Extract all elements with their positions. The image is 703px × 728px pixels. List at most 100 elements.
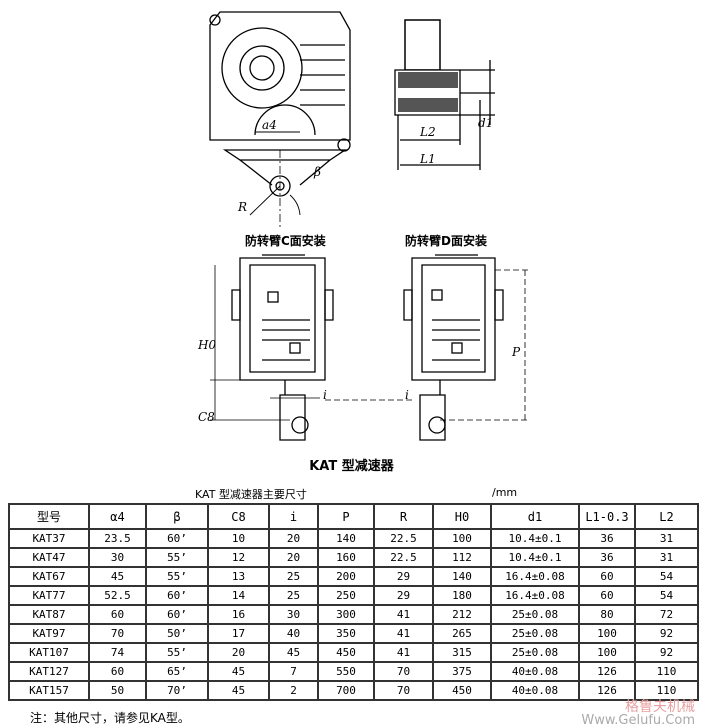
table-cell: 20	[207, 642, 270, 663]
table-cell: 100	[432, 528, 492, 549]
table-cell: 140	[317, 528, 375, 549]
table-cell: L2	[634, 503, 699, 530]
table-cell: 10.4±0.1	[490, 547, 580, 568]
table-cell: d1	[490, 503, 580, 530]
table-cell: 52.5	[88, 585, 147, 606]
table-cell: 315	[432, 642, 492, 663]
table-title: KAT 型减速器主要尺寸	[195, 488, 307, 501]
table-cell: 16	[207, 604, 270, 625]
drawing-caption: KAT 型减速器	[309, 459, 394, 474]
table-cell: 13	[207, 566, 270, 587]
table-cell: 375	[432, 661, 492, 682]
table-cell: 72	[634, 604, 699, 625]
table-cell: 45	[88, 566, 147, 587]
technical-drawing	[209, 11, 530, 441]
table-cell: 180	[432, 585, 492, 606]
table-cell: H0	[432, 503, 492, 530]
table-cell: 16.4±0.08	[490, 566, 580, 587]
table-cell: 100	[578, 642, 636, 663]
label-p: P	[512, 345, 521, 359]
table-cell: 36	[578, 528, 636, 549]
table-cell: 7	[268, 661, 319, 682]
label-d1: d1	[478, 116, 494, 130]
table-cell: 450	[317, 642, 375, 663]
table-cell: 60’	[145, 585, 209, 606]
label-i-c: i	[323, 388, 327, 402]
table-cell: 54	[634, 585, 699, 606]
label-l2: L2	[420, 125, 436, 139]
label-a4: a4	[262, 118, 277, 132]
table-cell: 160	[317, 547, 375, 568]
shaft-section-view	[394, 19, 495, 170]
table-cell: C8	[207, 503, 270, 530]
table-cell: KAT77	[8, 585, 90, 606]
table-cell: 23.5	[88, 528, 147, 549]
table-cell: 70	[88, 623, 147, 644]
table-cell: KAT97	[8, 623, 90, 644]
table-cell: 25	[268, 566, 319, 587]
table-cell: KAT67	[8, 566, 90, 587]
table-cell: 14	[207, 585, 270, 606]
table-cell: 126	[578, 661, 636, 682]
table-cell: 41	[373, 604, 434, 625]
label-beta: β	[314, 165, 321, 179]
table-cell: L1-0.3	[578, 503, 636, 530]
table-cell: 45	[207, 680, 270, 701]
table-cell: KAT37	[8, 528, 90, 549]
table-cell: 450	[432, 680, 492, 701]
table-cell: 100	[578, 623, 636, 644]
table-cell: 74	[88, 642, 147, 663]
table-cell: 45	[207, 661, 270, 682]
table-unit: /mm	[492, 486, 518, 499]
table-cell: 30	[268, 604, 319, 625]
table-cell: 型号	[8, 503, 90, 530]
label-r: R	[238, 200, 248, 214]
table-cell: 80	[578, 604, 636, 625]
table-cell: 55’	[145, 566, 209, 587]
table-cell: 92	[634, 642, 699, 663]
table-cell: 20	[268, 528, 319, 549]
table-cell: R	[373, 503, 434, 530]
table-cell: 29	[373, 566, 434, 587]
table-cell: 30	[88, 547, 147, 568]
table-cell: 10.4±0.1	[490, 528, 580, 549]
view-c-title: 防转臂C面安装	[245, 234, 326, 248]
table-cell: 65’	[145, 661, 209, 682]
label-i-d: i	[405, 388, 409, 402]
table-cell: 50	[88, 680, 147, 701]
label-l1: L1	[420, 152, 436, 166]
footnote: 注：其他尺寸，请参见KA型。	[30, 711, 190, 725]
table-cell: 31	[634, 528, 699, 549]
table-cell: 29	[373, 585, 434, 606]
table-cell: KAT157	[8, 680, 90, 701]
gearbox-side-view	[209, 11, 351, 230]
table-cell: 25±0.08	[490, 623, 580, 644]
table-cell: 41	[373, 623, 434, 644]
table-cell: 265	[432, 623, 492, 644]
table-cell: 22.5	[373, 547, 434, 568]
table-cell: 12	[207, 547, 270, 568]
table-cell: KAT87	[8, 604, 90, 625]
table-cell: 70	[373, 661, 434, 682]
view-d-drawing	[325, 254, 530, 441]
label-c8: C8	[198, 410, 215, 424]
table-cell: 20	[268, 547, 319, 568]
table-cell: i	[268, 503, 319, 530]
table-cell: 700	[317, 680, 375, 701]
table-cell: 25	[268, 585, 319, 606]
view-c-drawing	[210, 254, 334, 441]
table-cell: 25±0.08	[490, 642, 580, 663]
table-cell: 550	[317, 661, 375, 682]
table-cell: 25±0.08	[490, 604, 580, 625]
table-cell: KAT127	[8, 661, 90, 682]
table-cell: 200	[317, 566, 375, 587]
table-cell: 110	[634, 661, 699, 682]
